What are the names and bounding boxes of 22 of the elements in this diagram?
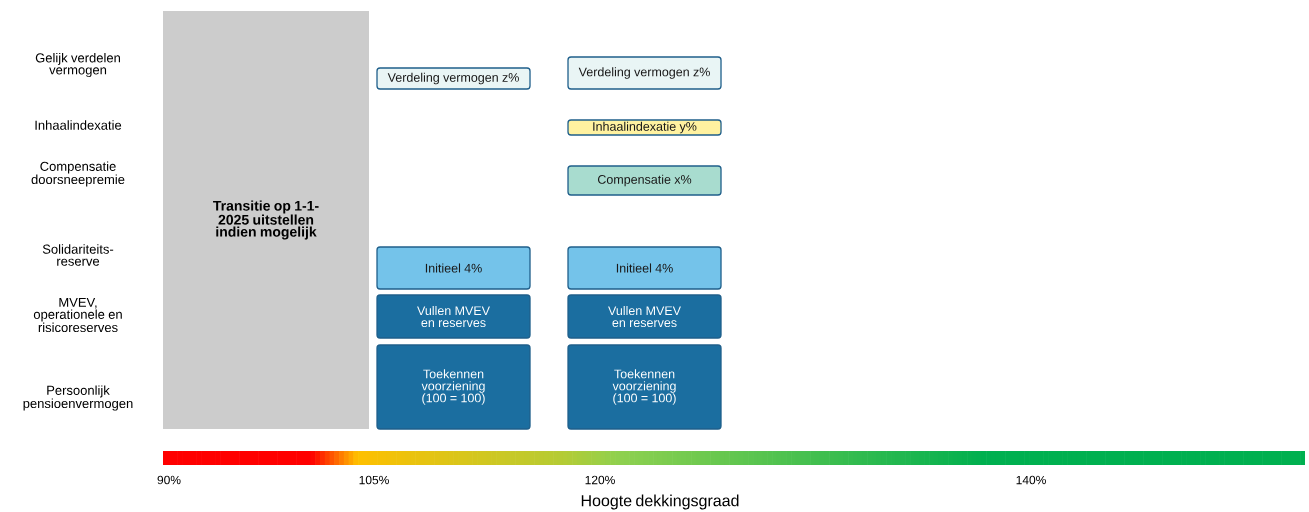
transition-band: Transitie op 1-1-2025 uitstellen indien mogelijk: [163, 11, 369, 429]
goal-box: Compensatie x%: [567, 165, 722, 196]
tick-label: 120%: [585, 475, 615, 485]
goal-box: Verdeling vermogen z%: [376, 67, 531, 90]
provision-box: Toekennen voorziening (100 = 100): [376, 344, 531, 430]
reserve-box: Vullen MVEV en reserves: [376, 294, 531, 339]
goal-box: Verdeling vermogen z%: [567, 56, 722, 90]
row-label: Inhaalindexatie: [35, 120, 122, 130]
row-label: Gelijk verdelen vermogen: [35, 52, 120, 78]
row-label: MVEV, operationele en risicoreserves: [33, 297, 122, 333]
axis-title: Hoogte dekkingsgraad: [581, 494, 739, 510]
tick-label: 105%: [359, 475, 389, 485]
row-label: Persoonlijk pensioenvermogen: [23, 385, 133, 411]
reserve-box: Vullen MVEV en reserves: [567, 294, 722, 339]
tick-label: 90%: [157, 475, 181, 485]
reserve-box: Initieel 4%: [567, 246, 722, 290]
tick-label: 140%: [1016, 475, 1046, 485]
row-label: Solidariteits-reserve: [42, 244, 114, 266]
goal-box: Inhaalindexatie y%: [567, 119, 722, 136]
provision-box: Toekennen voorziening (100 = 100): [567, 344, 722, 430]
row-label: Compensatie doorsneepremie: [31, 161, 125, 187]
reserve-box: Initieel 4%: [376, 246, 531, 290]
